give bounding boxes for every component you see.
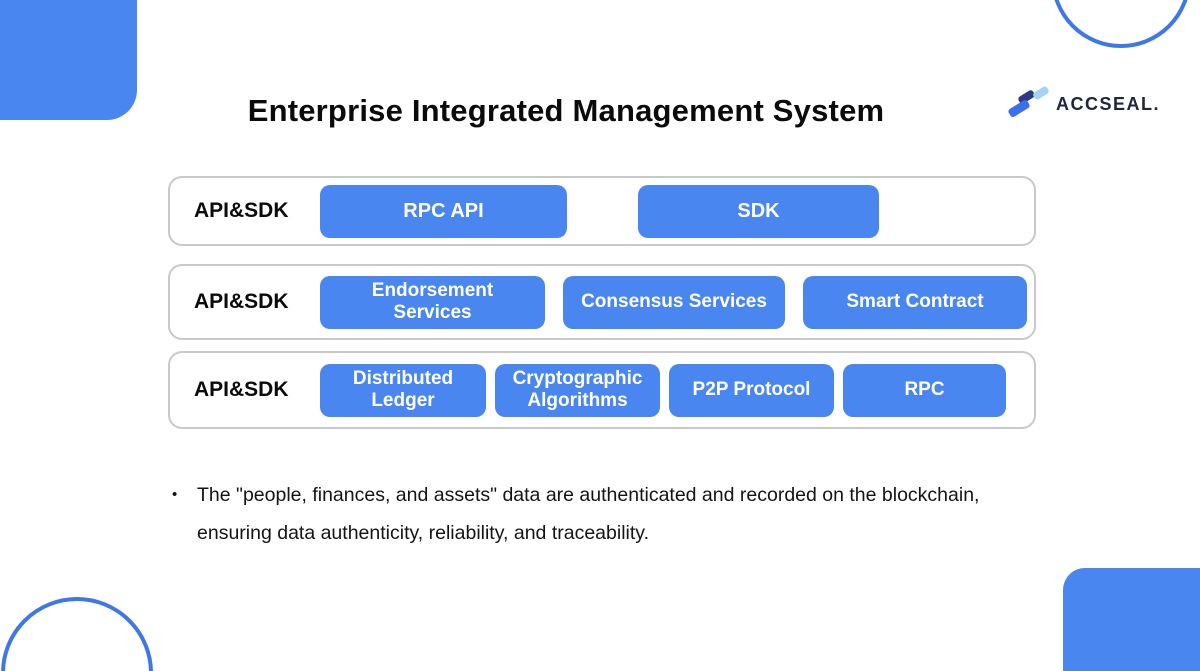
block-p2p-protocol: P2P Protocol (669, 363, 834, 417)
block-consensus-services: Consensus Services (563, 275, 785, 329)
layer-label: API&SDK (194, 290, 289, 313)
bullet-note: • The "people, finances, and assets" dat… (172, 476, 982, 552)
logo-text: ACCSEAL. (1056, 93, 1161, 114)
block-distributed-ledger: Distributed Ledger (320, 363, 486, 417)
decorative-circle-bottom-left (1, 597, 153, 671)
layer-blocks: Distributed Ledger Cryptographic Algorit… (320, 353, 1006, 427)
block-cryptographic-algorithms: Cryptographic Algorithms (495, 363, 660, 417)
architecture-diagram: API&SDK RPC API SDK API&SDK Endorsement … (168, 176, 1036, 429)
layer-label: API&SDK (194, 199, 289, 222)
layer-blocks: RPC API SDK (320, 178, 879, 244)
block-rpc: RPC (843, 363, 1006, 417)
accseal-logo-icon (1006, 85, 1052, 120)
block-smart-contract: Smart Contract (803, 275, 1027, 329)
block-sdk: SDK (638, 184, 879, 238)
logo-bar-medium (1007, 98, 1031, 119)
logo-bar-light (1032, 85, 1050, 101)
block-rpc-api: RPC API (320, 184, 567, 238)
block-endorsement-services: Endorsement Services (320, 275, 545, 329)
layer-label: API&SDK (194, 378, 289, 401)
bullet-marker: • (172, 486, 178, 503)
decorative-rounded-square-bottom-right (1063, 568, 1200, 671)
page-title: Enterprise Integrated Management System (247, 93, 885, 128)
decorative-circle-top-right (1051, 0, 1191, 48)
layer-row-api-sdk-1: API&SDK RPC API SDK (168, 176, 1036, 246)
accseal-logo: ACCSEAL. (1006, 85, 1161, 120)
layer-row-api-sdk-2: API&SDK Endorsement Services Consensus S… (168, 264, 1036, 340)
layer-blocks: Endorsement Services Consensus Services … (320, 266, 1027, 338)
layer-row-api-sdk-3: API&SDK Distributed Ledger Cryptographic… (168, 351, 1036, 429)
bullet-text: The "people, finances, and assets" data … (197, 484, 980, 544)
decorative-rounded-square-top-left (0, 0, 137, 120)
